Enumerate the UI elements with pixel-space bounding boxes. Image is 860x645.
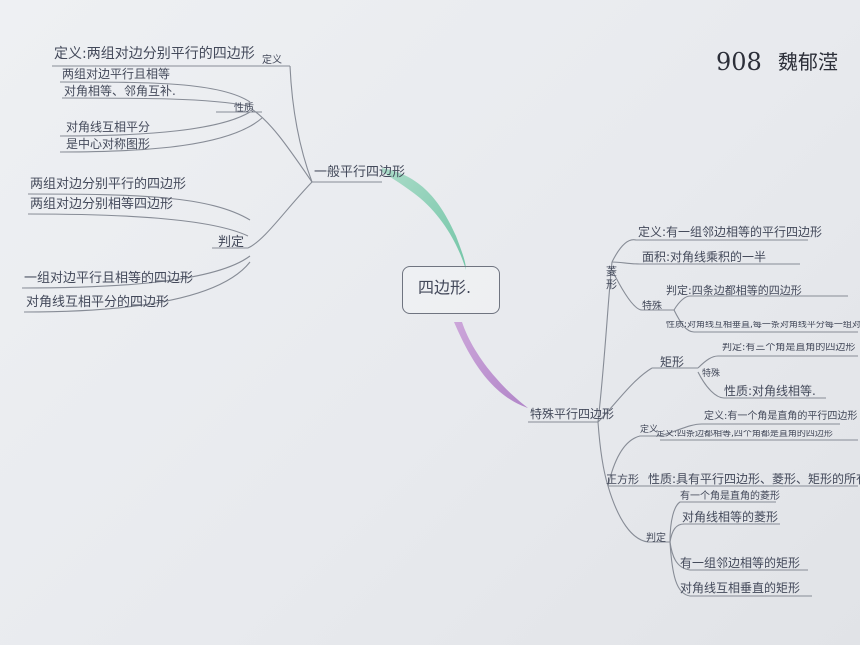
left-property-4: 是中心对称图形	[66, 137, 151, 151]
rhombus-definition: 定义:有一组邻边相等的平行四边形	[638, 225, 823, 239]
left-branch-label: 一般平行四边形	[314, 165, 406, 180]
rectangle-special-tag: 特殊	[702, 369, 721, 379]
square-definition-tag: 定义	[640, 425, 659, 435]
left-properties-tag: 性质	[234, 103, 254, 114]
rectangle-tag: 矩形	[660, 355, 685, 369]
rectangle-criteria: 判定:有三个角是直角的四边形	[722, 343, 856, 353]
rhombus-criteria: 判定:四条边都相等的四边形	[666, 284, 802, 297]
center-node-label: 四边形.	[418, 278, 472, 297]
square-criterion-4: 对角线互相垂直的矩形	[680, 581, 801, 595]
left-property-2: 对角相等、邻角互补.	[64, 84, 176, 98]
left-criterion-1: 两组对边分别平行的四边形	[30, 177, 187, 192]
branch-ribbon-right	[454, 322, 528, 408]
rectangle-properties: 性质:对角线相等.	[724, 384, 816, 398]
left-definition-tag: 定义	[262, 55, 282, 66]
rhombus-properties: 性质:对角线互相垂直,每一条对角线平分每一组对角	[666, 321, 860, 330]
left-definition-text: 定义:两组对边分别平行的四边形	[54, 46, 255, 62]
square-definition-2: 定义:四条边都相等,四个角都是直角的四边形	[656, 430, 833, 439]
rhombus-tag: 菱形	[606, 265, 617, 291]
center-node-box	[402, 266, 500, 314]
class-number: 908	[716, 48, 762, 76]
left-criterion-3: 一组对边平行且相等的四边形	[24, 271, 194, 286]
square-criterion-1: 有一个角是直角的菱形	[680, 491, 780, 502]
left-criteria-tag: 判定	[218, 235, 245, 250]
right-branch-label: 特殊平行四边形	[530, 407, 615, 421]
square-criterion-2: 对角线相等的菱形	[682, 510, 779, 524]
branch-ribbon-left	[382, 168, 466, 270]
left-criterion-4: 对角线互相平分的四边形	[26, 295, 170, 310]
left-property-3: 对角线互相平分	[66, 120, 151, 134]
rhombus-special-tag: 特殊	[642, 301, 662, 312]
square-definition-1: 定义:有一个角是直角的平行四边形	[704, 411, 858, 422]
author-signature: 魏郁滢	[778, 50, 838, 74]
left-criterion-2: 两组对边分别相等四边形	[30, 197, 174, 212]
square-criteria-tag: 判定	[646, 533, 666, 544]
square-criterion-3: 有一组邻边相等的矩形	[680, 556, 801, 570]
rhombus-area: 面积:对角线乘积的一半	[642, 250, 767, 264]
square-properties: 性质:具有平行四边形、菱形、矩形的所有性质	[648, 473, 860, 485]
square-tag: 正方形	[606, 473, 639, 486]
left-property-1: 两组对边平行且相等	[62, 67, 171, 81]
